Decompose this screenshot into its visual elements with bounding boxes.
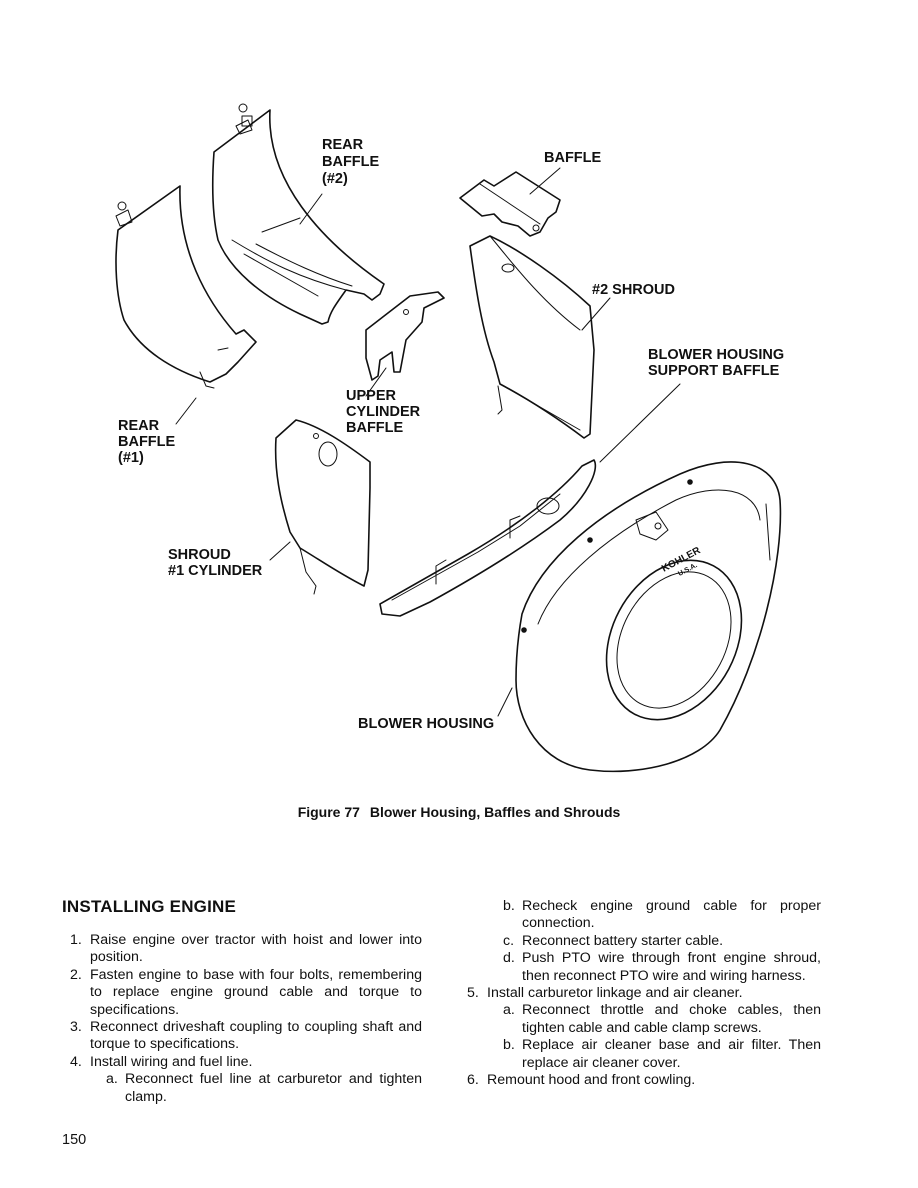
figure-number: Figure 77: [297, 804, 360, 820]
baffle-part: [459, 171, 561, 237]
list-subitem: a. Reconnect fuel line at carburetor and…: [70, 1071, 422, 1106]
item-number: 5.: [467, 985, 479, 1002]
item-number: 2.: [70, 966, 82, 983]
list-item: 3. Reconnect driveshaft coupling to coup…: [70, 1019, 422, 1054]
item-text: Fasten engine to base with four bolts, r…: [90, 966, 422, 1018]
section-heading: INSTALLING ENGINE: [62, 897, 237, 916]
item-text: Reconnect throttle and choke cables, the…: [522, 1002, 821, 1036]
item-text: Reconnect driveshaft coupling to couplin…: [90, 1019, 422, 1053]
item-letter: a.: [503, 1002, 515, 1019]
instructions-right-column: b. Recheck engine ground cable for prope…: [467, 898, 821, 1089]
item-text: Push PTO wire through front engine shrou…: [522, 950, 821, 984]
item-letter: b.: [503, 898, 515, 914]
shroud-2-part: [469, 235, 595, 439]
item-letter: d.: [503, 950, 515, 967]
item-text: Recheck engine ground cable for proper c…: [522, 898, 821, 932]
item-number: 3.: [70, 1019, 82, 1036]
label-line: SHROUD: [168, 547, 231, 563]
list-item: 2. Fasten engine to base with four bolts…: [70, 967, 422, 1019]
item-text: Install carburetor linkage and air clean…: [487, 985, 743, 1002]
exploded-parts-diagram: KOHLER U.S.A. REAR BAFFLE (#2) BAFFLE #2…: [115, 103, 784, 773]
list-item: 1. Raise engine over tractor with hoist …: [70, 932, 422, 967]
label-line: BAFFLE: [322, 154, 380, 170]
label-line: (#1): [118, 450, 144, 466]
rear-baffle-1-part: [115, 185, 257, 389]
list-item: 4. Install wiring and fuel line.: [70, 1054, 422, 1071]
label-line: REAR: [118, 418, 160, 434]
item-number: 6.: [467, 1072, 479, 1089]
item-number: 4.: [70, 1053, 82, 1070]
label-line: UPPER: [346, 388, 396, 404]
label-baffle: BAFFLE: [544, 150, 602, 166]
label-line: BAFFLE: [118, 434, 176, 450]
label-shroud-1-cylinder: SHROUD #1 CYLINDER: [168, 547, 263, 579]
list-subitem: b. Recheck engine ground cable for prope…: [467, 898, 821, 933]
list-item: 5. Install carburetor linkage and air cl…: [467, 985, 821, 1002]
label-shroud-2: #2 SHROUD: [592, 282, 675, 298]
label-line: #1 CYLINDER: [168, 563, 263, 579]
rear-baffle-2-part: [212, 103, 385, 325]
label-rear-baffle-1: REAR BAFFLE (#1): [118, 418, 176, 466]
list-subitem: d. Push PTO wire through front engine sh…: [467, 950, 821, 985]
label-line: REAR: [322, 137, 364, 153]
item-text: Reconnect fuel line at carburetor and ti…: [125, 1071, 422, 1105]
list-item: 6. Remount hood and front cowling.: [467, 1072, 821, 1089]
label-rear-baffle-2: REAR BAFFLE (#2): [322, 137, 380, 187]
upper-cylinder-baffle-part: [365, 291, 445, 381]
item-letter: a.: [106, 1071, 118, 1088]
figure-caption: Figure 77 Blower Housing, Baffles and Sh…: [0, 804, 918, 820]
label-line: (#2): [322, 171, 348, 187]
shroud-1-part: [274, 419, 371, 595]
item-letter: c.: [503, 932, 515, 949]
page-number: 150: [62, 1132, 87, 1148]
figure-title: Blower Housing, Baffles and Shrouds: [369, 804, 621, 820]
item-text: Remount hood and front cowling.: [487, 1072, 696, 1089]
item-text: Replace air cleaner base and air filter.…: [522, 1037, 821, 1071]
label-line: BAFFLE: [346, 420, 404, 436]
label-blower-support-baffle: BLOWER HOUSING SUPPORT BAFFLE: [648, 347, 784, 379]
list-subitem: b. Replace air cleaner base and air filt…: [467, 1037, 821, 1072]
list-subitem: c. Reconnect battery starter cable.: [467, 933, 821, 950]
label-line: BLOWER HOUSING: [648, 347, 784, 363]
blower-housing-part: KOHLER U.S.A.: [515, 461, 782, 773]
item-letter: b.: [503, 1037, 515, 1054]
blower-support-baffle-part: [379, 459, 597, 617]
label-blower-housing: BLOWER HOUSING: [358, 716, 494, 732]
item-text: Raise engine over tractor with hoist and…: [90, 932, 422, 966]
label-upper-cylinder-baffle: UPPER CYLINDER BAFFLE: [346, 388, 421, 436]
item-text: Install wiring and fuel line.: [90, 1053, 253, 1070]
leader-lines: [175, 167, 681, 717]
label-line: CYLINDER: [346, 404, 421, 420]
label-line: SUPPORT BAFFLE: [648, 363, 780, 379]
instructions-left-column: 1. Raise engine over tractor with hoist …: [70, 932, 422, 1106]
item-number: 1.: [70, 932, 82, 948]
item-text: Reconnect battery starter cable.: [522, 932, 724, 949]
list-subitem: a. Reconnect throttle and choke cables, …: [467, 1002, 821, 1037]
